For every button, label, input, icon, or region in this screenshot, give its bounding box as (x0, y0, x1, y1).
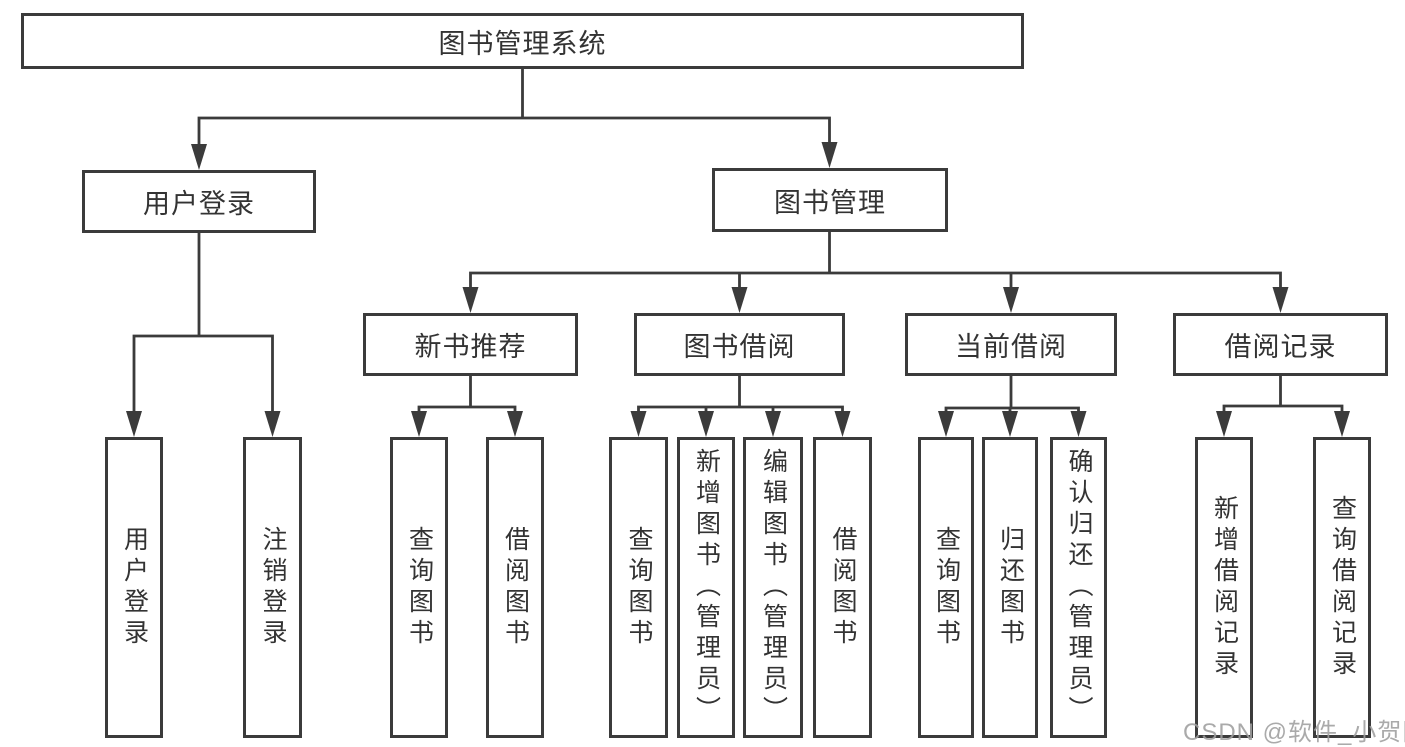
node-current-borrow: 当前借阅 (905, 313, 1117, 376)
node-user-login: 用户登录 (82, 170, 316, 233)
arrowheads (126, 142, 1350, 437)
watermark-text: CSDN @软件_小贺同学 (1183, 719, 1405, 746)
node-borrow-records: 借阅记录 (1173, 313, 1388, 376)
leaf-query-book-borrow: 查询图书 (609, 437, 668, 738)
node-root-library-management-system: 图书管理系统 (21, 13, 1024, 69)
leaf-query-book-current: 查询图书 (918, 437, 974, 738)
leaf-return-book: 归还图书 (982, 437, 1038, 738)
leaf-borrow-book-recommend: 借阅图书 (486, 437, 544, 738)
leaf-query-borrow-record: 查询借阅记录 (1313, 437, 1371, 738)
node-book-borrow: 图书借阅 (634, 313, 845, 376)
leaf-logout: 注销登录 (243, 437, 302, 738)
node-new-book-recommend: 新书推荐 (363, 313, 578, 376)
leaf-edit-book-admin: 编辑图书（管理员） (743, 437, 803, 738)
leaf-confirm-return-admin: 确认归还（管理员） (1050, 437, 1107, 738)
leaf-user-login: 用户登录 (105, 437, 163, 738)
leaf-query-book-recommend: 查询图书 (390, 437, 448, 738)
leaf-add-book-admin: 新增图书（管理员） (677, 437, 735, 738)
node-book-management: 图书管理 (712, 168, 948, 232)
leaf-borrow-book: 借阅图书 (813, 437, 872, 738)
leaf-add-borrow-record: 新增借阅记录 (1195, 437, 1253, 738)
